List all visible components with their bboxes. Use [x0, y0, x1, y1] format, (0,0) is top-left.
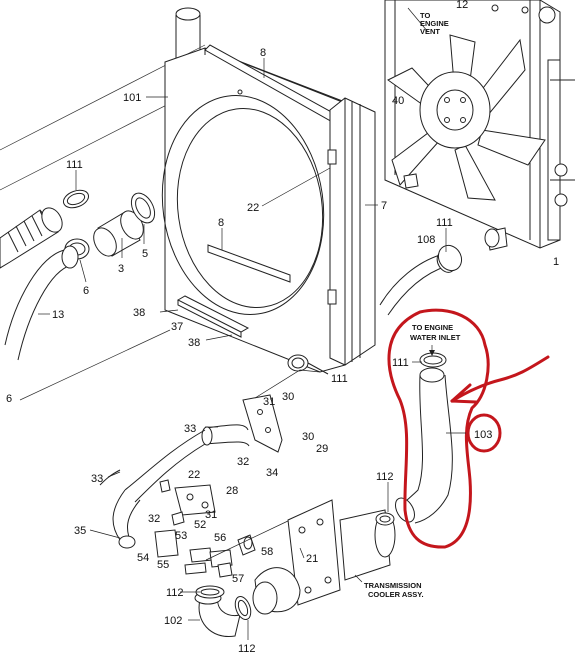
fittings-cluster — [154, 511, 291, 578]
label-111-a: 111 — [66, 159, 83, 171]
label-8-top: 8 — [260, 47, 266, 59]
note-to-engine-vent-3: VENT — [420, 27, 440, 36]
label-54: 54 — [137, 552, 149, 564]
label-30-b: 30 — [302, 431, 314, 443]
elbow-102 — [194, 585, 252, 637]
label-8-mid: 8 — [218, 217, 224, 229]
label-53: 53 — [175, 530, 187, 542]
label-34: 34 — [266, 467, 278, 479]
hose-103 — [395, 352, 453, 524]
note-to-engine-vent-1: TO — [420, 11, 430, 20]
label-111-c: 111 — [331, 373, 348, 385]
hose-clamp-111-left — [62, 189, 90, 209]
label-55: 55 — [157, 559, 169, 571]
label-13: 13 — [52, 309, 64, 321]
hose-108 — [379, 227, 508, 316]
leader-lines — [38, 7, 466, 640]
hose-clamp-5 — [130, 192, 156, 224]
support-bracket-34 — [242, 369, 321, 453]
label-40: 40 — [392, 95, 404, 107]
label-52: 52 — [194, 519, 206, 531]
water-inlet-arrow — [429, 345, 435, 356]
callout-notes: TO ENGINE VENT TO ENGINE WATER INLET TRA… — [364, 11, 461, 599]
label-31-a: 31 — [263, 396, 275, 408]
note-transmission-cooler-1: TRANSMISSION — [364, 581, 422, 590]
label-21: 21 — [306, 553, 318, 565]
label-35: 35 — [74, 525, 86, 537]
label-22-a: 22 — [247, 202, 259, 214]
label-30-a: 30 — [282, 391, 294, 403]
part-number-labels: 8 12 101 40 111 22 7 8 111 108 1 3 5 6 1… — [6, 0, 559, 655]
label-38-b: 38 — [188, 337, 200, 349]
label-22-b: 22 — [188, 469, 200, 481]
label-7: 7 — [381, 200, 387, 212]
label-37: 37 — [171, 321, 183, 333]
lower-hose-clamp-111 — [287, 354, 329, 375]
label-57: 57 — [232, 573, 244, 585]
label-3: 3 — [118, 263, 124, 275]
label-38-a: 38 — [133, 307, 145, 319]
note-water-inlet-1: TO ENGINE — [412, 323, 453, 332]
label-112-b: 112 — [166, 587, 184, 599]
label-58: 58 — [261, 546, 273, 558]
label-6-a: 6 — [83, 285, 89, 297]
red-arrow-head — [450, 383, 478, 404]
red-arrow — [450, 355, 550, 403]
label-33-a: 33 — [184, 423, 196, 435]
radiator-core — [327, 97, 376, 366]
label-29: 29 — [316, 443, 328, 455]
label-103: 103 — [474, 429, 492, 441]
label-32-a: 32 — [237, 456, 249, 468]
label-112-c: 112 — [238, 643, 256, 655]
label-111-d: 111 — [392, 357, 409, 369]
label-1: 1 — [553, 256, 559, 268]
note-to-engine-vent-2: ENGINE — [420, 19, 449, 28]
label-101: 101 — [123, 92, 141, 104]
corrugated-hose — [0, 207, 63, 269]
small-clip — [403, 173, 419, 189]
label-102: 102 — [164, 615, 182, 627]
hose-13 — [4, 245, 79, 361]
label-31-b: 31 — [205, 509, 217, 521]
label-108: 108 — [417, 234, 435, 246]
note-transmission-cooler-2: COOLER ASSY. — [368, 590, 424, 599]
label-112-a: 112 — [376, 471, 394, 483]
label-28: 28 — [226, 485, 238, 497]
hose-connector — [93, 210, 144, 257]
red-highlight-loop — [387, 308, 490, 549]
bracket-28 — [159, 479, 216, 516]
label-33-b: 33 — [91, 473, 103, 485]
label-6-b: 6 — [6, 393, 12, 405]
mounting-bracket — [159, 295, 250, 341]
red-circle-103 — [466, 413, 502, 453]
label-32-b: 32 — [148, 513, 160, 525]
label-5: 5 — [142, 248, 148, 260]
transmission-cooler — [252, 499, 396, 615]
cooling-fan — [387, 34, 546, 201]
label-12: 12 — [456, 0, 468, 11]
pipe-35 — [112, 489, 141, 549]
note-water-inlet-2: WATER INLET — [410, 333, 461, 342]
label-56: 56 — [214, 532, 226, 544]
label-111-b: 111 — [436, 217, 453, 229]
